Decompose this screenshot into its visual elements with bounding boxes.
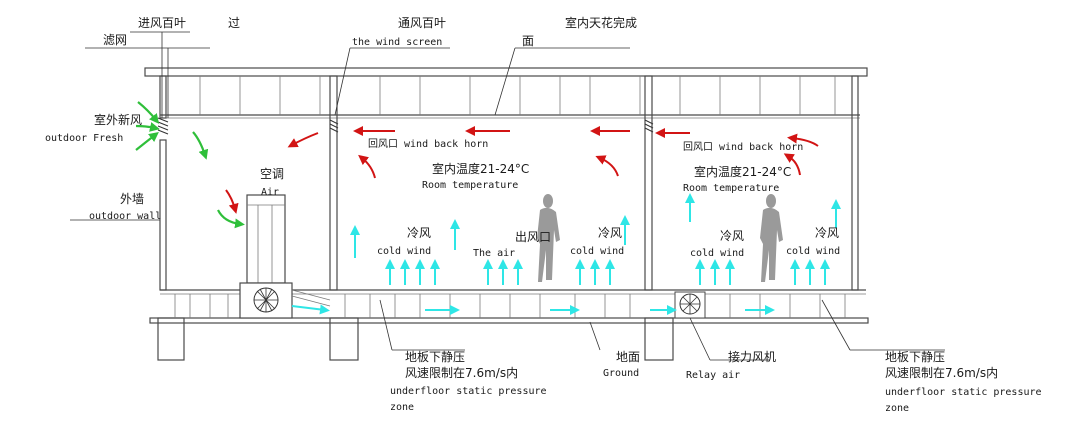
label-vent-louver-en: the wind screen (352, 37, 442, 48)
label-relay-en: Relay air (686, 370, 740, 381)
label-ground-cn: 地面 (616, 350, 640, 364)
label-room-temp-cn-2: 室内温度21-24°C (694, 164, 791, 179)
label-filter: 滤网 (103, 33, 127, 47)
label-cold-en-3: cold wind (690, 248, 744, 259)
label-cold-en-1: cold wind (377, 246, 431, 257)
leader-lines (70, 31, 945, 361)
return-air-arrow (287, 132, 319, 148)
label-ground-en: Ground (603, 368, 639, 379)
relay-fan (674, 291, 706, 319)
label-ac-en: Air (261, 187, 279, 198)
label-cold-cn-2: 冷风 (598, 226, 622, 240)
return-air-arrow (225, 189, 239, 214)
label-ceiling-cont: 面 (522, 34, 534, 48)
fresh-air-arrow (217, 209, 245, 229)
intake-louver (157, 117, 169, 135)
label-plenum-en-1b: zone (390, 402, 414, 413)
return-air-arrow (783, 153, 801, 176)
label-relay-cn: 接力风机 (728, 349, 776, 364)
label-plenum-speed-2: 风速限制在7.6m/s内 (885, 366, 998, 380)
label-outlet-cn: 出风口 (515, 230, 551, 244)
duct-ramp (291, 289, 331, 307)
ac-fan (253, 287, 279, 313)
label-intake-louver: 进风百叶 (138, 16, 186, 30)
fresh-air-arrow (135, 131, 159, 151)
interior-wall-2 (644, 75, 653, 291)
label-plenum-en-1a: underfloor static pressure (390, 386, 547, 397)
label-cold-cn-1: 冷风 (407, 226, 431, 240)
label-cold-cn-4: 冷风 (815, 226, 839, 240)
interior-wall-1 (329, 75, 338, 291)
label-outdoor-fresh-en: outdoor Fresh (45, 133, 123, 144)
label-cold-cn-3: 冷风 (720, 229, 744, 243)
label-return-air-2: 回风口 wind back horn (683, 141, 803, 153)
vent-louver (329, 119, 654, 133)
label-exterior-wall-en: outdoor wall (89, 211, 161, 222)
return-air-arrow (595, 155, 619, 177)
label-room-temp-en-1: Room temperature (422, 180, 518, 191)
label-plenum-cn-2: 地板下静压 (885, 350, 945, 364)
cold-air-arrow (291, 304, 330, 315)
label-ceiling: 室内天花完成 (565, 15, 637, 30)
label-room-temp-cn-1: 室内温度21-24°C (432, 161, 529, 176)
label-plenum-cn-1: 地板下静压 (405, 350, 465, 364)
label-filter-cont: 过 (228, 16, 240, 30)
person-silhouette (537, 194, 560, 282)
label-outlet-en: The air (473, 248, 515, 259)
label-cold-en-4: cold wind (786, 246, 840, 257)
fresh-air-arrow (135, 122, 160, 132)
person-silhouette (760, 194, 783, 282)
label-ac-cn: 空调 (260, 167, 284, 181)
ceiling-panels (199, 76, 836, 115)
label-exterior-wall-cn: 外墙 (120, 192, 144, 206)
fresh-air-arrows (135, 101, 245, 229)
fresh-air-arrow (192, 131, 209, 160)
fresh-air-arrow (137, 101, 160, 124)
return-air-arrows (225, 126, 819, 214)
label-room-temp-en-2: Room temperature (683, 183, 779, 194)
cold-air-arrows (291, 193, 841, 315)
roof-slab (144, 67, 868, 77)
floor-pedestals (174, 294, 846, 318)
label-plenum-speed-1: 风速限制在7.6m/s内 (405, 366, 518, 380)
labels: 进风百叶 过 滤网 通风百叶 the wind screen 室内天花完成 面 … (45, 15, 1042, 414)
label-cold-en-2: cold wind (570, 246, 624, 257)
floor-slab (149, 317, 869, 324)
return-air-arrow (787, 133, 819, 147)
label-outdoor-fresh-cn: 室外新风 (94, 112, 142, 127)
label-plenum-en-2b: zone (885, 403, 909, 414)
return-air-arrow (358, 154, 376, 179)
label-plenum-en-2a: underfloor static pressure (885, 387, 1042, 398)
label-vent-louver: 通风百叶 (398, 16, 446, 30)
label-return-air-1: 回风口 wind back horn (368, 138, 488, 150)
